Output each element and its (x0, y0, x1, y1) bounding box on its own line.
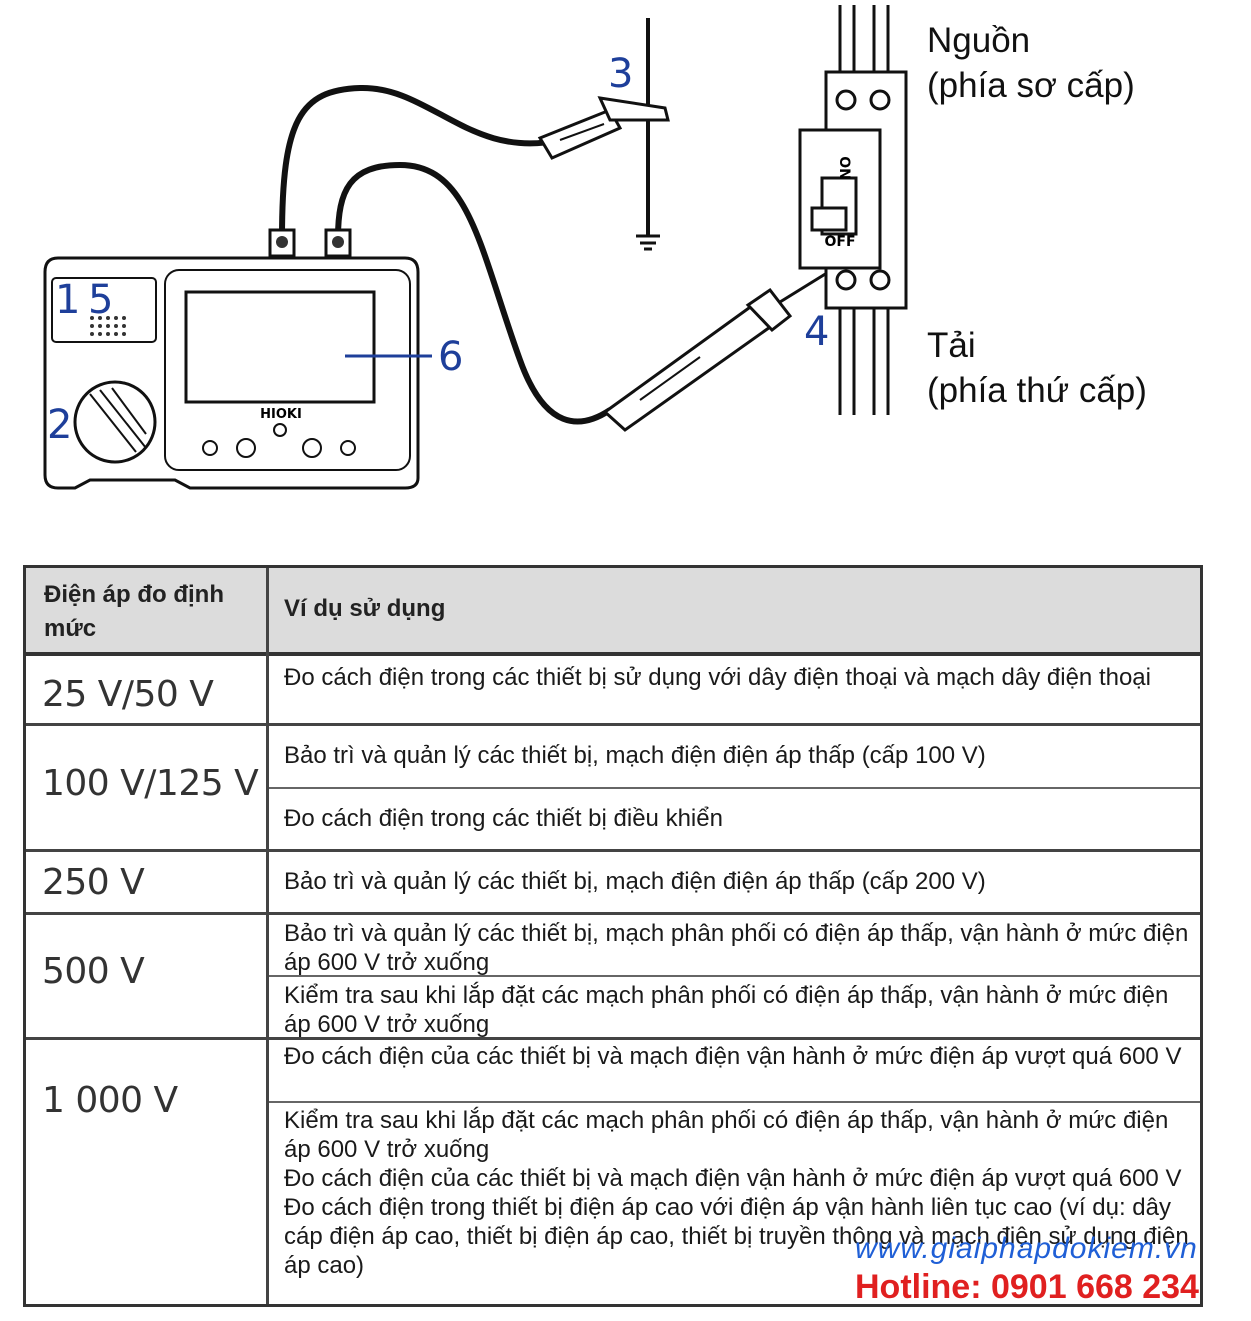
header-voltage: Điện áp đo định mức (44, 581, 224, 642)
breaker-on-label: ON (836, 156, 852, 180)
callout-2: 2 (47, 402, 73, 448)
subrow-divider (269, 975, 1200, 977)
load-label: Tải (phía thứ cấp) (927, 323, 1147, 413)
row-divider (26, 1037, 1200, 1040)
callout-6: 6 (438, 334, 464, 380)
source-label-line-1: Nguồn (927, 21, 1031, 60)
source-label: Nguồn (phía sơ cấp) (927, 18, 1135, 108)
screw (835, 89, 857, 111)
screw (835, 269, 857, 291)
button (273, 423, 287, 437)
callout-5: 5 (88, 277, 114, 323)
usage-cell: Đo cách điện trong các thiết bị sử dụng … (284, 664, 1151, 691)
source-label-line-2: (phía sơ cấp) (927, 66, 1135, 105)
diagram-drawing: ON OFF HIOKI (43, 5, 908, 490)
row-divider (26, 912, 1200, 915)
keypad-dots (90, 316, 126, 336)
column-divider (266, 568, 269, 1304)
measurement-panel (51, 277, 157, 343)
voltage-usage-table: Điện áp đo định mức Ví dụ sử dụng 25 V/5… (23, 565, 1203, 1307)
probe-cable (335, 161, 612, 425)
load-label-line-2: (phía thứ cấp) (927, 371, 1147, 410)
button (302, 438, 322, 458)
load-label-line-1: Tải (927, 326, 976, 365)
rotary-switch (73, 380, 157, 464)
voltage-cell: 500 V (42, 951, 145, 992)
test-probe (602, 266, 836, 432)
subrow-divider (269, 1101, 1200, 1103)
row-divider (26, 849, 1200, 852)
usage-cell: Bảo trì và quản lý các thiết bị, mạch đi… (284, 742, 986, 769)
callout-1: 1 (55, 277, 81, 323)
button (236, 438, 256, 458)
brand-logo: HIOKI (260, 407, 302, 422)
usage-cell: Đo cách điện trong các thiết bị điều khi… (284, 805, 723, 832)
usage-cell: Kiểm tra sau khi lắp đặt các mạch phân p… (284, 1107, 1189, 1279)
terminal-line (324, 228, 352, 258)
tester-connection-diagram: ON OFF HIOKI (0, 0, 1251, 520)
row-divider (26, 723, 1200, 726)
callout-4: 4 (804, 309, 830, 355)
subrow-divider (269, 787, 1200, 789)
button (340, 440, 356, 456)
breaker-off-label: OFF (824, 234, 855, 250)
usage-cell: Bảo trì và quản lý các thiết bị, mạch ph… (284, 920, 1189, 976)
button (202, 440, 218, 456)
watermark-url: www.giaiphapdokiem.vn (855, 1232, 1198, 1265)
voltage-cell: 100 V/125 V (42, 763, 259, 804)
screw (869, 269, 891, 291)
voltage-cell: 25 V/50 V (42, 674, 214, 715)
header-usage: Ví dụ sử dụng (284, 595, 446, 622)
callout-3: 3 (608, 51, 634, 97)
ground-symbol (636, 234, 660, 251)
usage-cell: Đo cách điện của các thiết bị và mạch đi… (284, 1043, 1182, 1070)
watermark-hotline: Hotline: 0901 668 234 (855, 1268, 1199, 1306)
usage-cell: Kiểm tra sau khi lắp đặt các mạch phân p… (284, 982, 1169, 1038)
clip-cable (279, 84, 561, 239)
table-header: Điện áp đo định mức Ví dụ sử dụng (26, 568, 1200, 656)
alligator-clip (537, 96, 670, 160)
usage-cell: Bảo trì và quản lý các thiết bị, mạch đi… (284, 868, 986, 895)
lcd-display (184, 290, 376, 404)
voltage-cell: 1 000 V (42, 1080, 178, 1121)
breaker-lever (810, 206, 848, 232)
insulation-tester: HIOKI (43, 228, 420, 490)
screw (869, 89, 891, 111)
voltage-cell: 250 V (42, 862, 145, 903)
